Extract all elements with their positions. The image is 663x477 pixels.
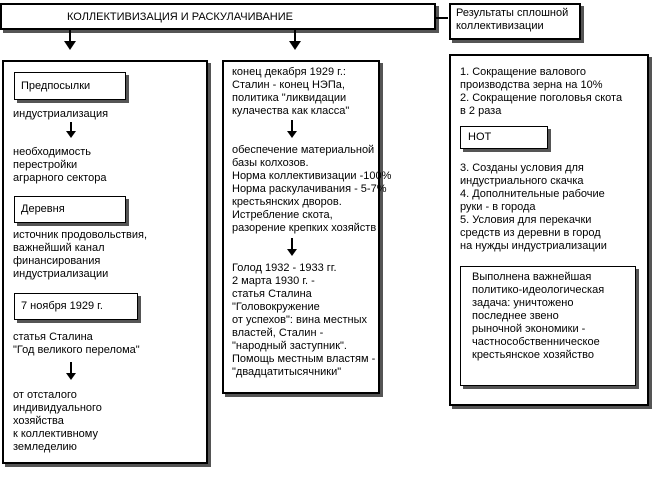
stalin-article-text: статья Сталина "Год великого перелома": [13, 331, 140, 356]
prerequisites-label: Предпосылки: [21, 80, 91, 92]
industrialization-text: индустриализация: [13, 108, 109, 120]
connector-title-right: [436, 17, 448, 19]
left-arrow-1: [66, 131, 76, 138]
collective-farms-text: обеспечение материальной базы колхозов. …: [232, 144, 392, 234]
results-1-2-text: 1. Сокращение валового производства зерн…: [460, 66, 623, 117]
not-label: НОТ: [468, 131, 492, 143]
results-title-box: [449, 3, 581, 40]
transition-text: от отсталого индивидуального хозяйства к…: [13, 389, 102, 453]
title-box: [0, 3, 436, 30]
date-box: [14, 293, 138, 320]
date-label: 7 ноября 1929 г.: [21, 300, 103, 312]
conclusion-box: [460, 266, 636, 386]
village-text: источник продовольствия, важнейший канал…: [13, 229, 148, 280]
middle-column: [222, 60, 380, 394]
connector-title-middle: [294, 30, 296, 42]
not-box: [460, 126, 548, 149]
village-box: [14, 196, 126, 223]
famine-text: Голод 1932 - 1933 гг. 2 марта 1930 г. - …: [232, 262, 376, 378]
need-restructuring-text: необходимость перестройки аграрного сект…: [13, 146, 107, 184]
left-arrow-2: [66, 373, 76, 380]
middle-arrow-1: [287, 131, 297, 138]
village-label: Деревня: [21, 203, 65, 215]
left-column: [2, 60, 208, 464]
middle-connector-1: [291, 120, 293, 132]
arrow-to-middle-column: [289, 41, 301, 50]
results-title: Результаты сплошной коллективизации: [456, 7, 569, 32]
diagram-title: КОЛЛЕКТИВИЗАЦИЯ И РАСКУЛАЧИВАНИЕ: [67, 11, 293, 23]
arrow-to-left-column: [64, 41, 76, 50]
prerequisites-box: [14, 72, 126, 100]
middle-arrow-2: [287, 249, 297, 256]
connector-title-left: [69, 30, 71, 42]
middle-connector-2: [291, 238, 293, 250]
policy-text: конец декабря 1929 г.: Сталин - конец НЭ…: [232, 66, 350, 117]
results-3-5-text: 3. Созданы условия для индустриального с…: [460, 162, 607, 252]
conclusion-text: Выполнена важнейшая политико-идеологичес…: [472, 271, 605, 361]
left-connector-2: [70, 362, 72, 374]
left-connector-1: [70, 122, 72, 132]
